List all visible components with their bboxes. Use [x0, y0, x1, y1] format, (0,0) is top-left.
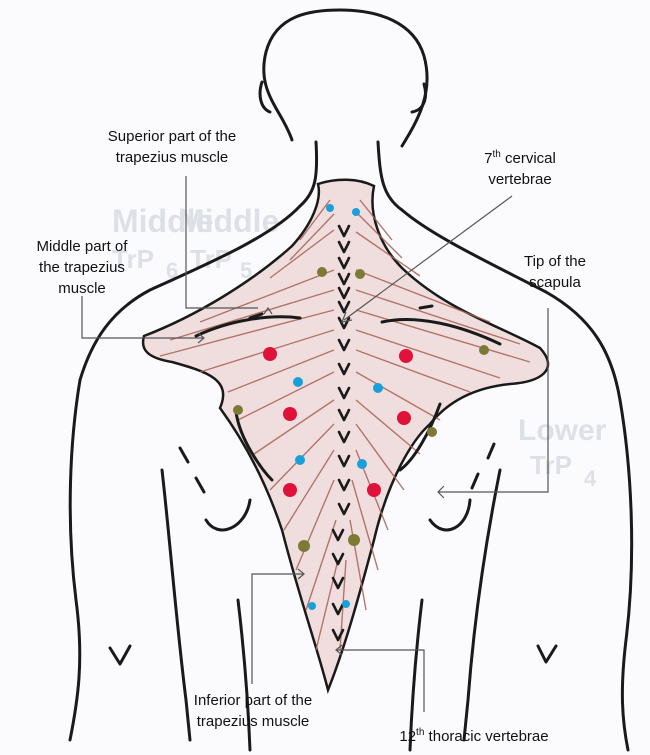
label-middle-line1: Middle part of	[18, 236, 146, 257]
right-dash-marks	[472, 444, 494, 488]
olive-trigger-point	[317, 267, 327, 277]
red-trigger-point	[283, 407, 297, 421]
blue-trigger-point	[293, 377, 303, 387]
left-dash-marks	[180, 448, 204, 492]
label-middle-line3: muscle	[18, 278, 146, 299]
label-middle-line2: the trapezius	[18, 257, 146, 278]
red-trigger-point	[283, 483, 297, 497]
label-tip-line1: Tip of the	[490, 251, 620, 272]
right-arm-outer	[620, 400, 632, 750]
label-c7-suffix: th	[492, 149, 500, 160]
leader-inferior	[252, 574, 304, 684]
olive-trigger-point	[298, 540, 310, 552]
olive-trigger-point	[479, 345, 489, 355]
label-tip-line2: scapula	[490, 272, 620, 293]
ghost-tp-lower: TrP	[530, 450, 572, 480]
red-trigger-point	[399, 349, 413, 363]
olive-trigger-point	[233, 405, 243, 415]
olive-trigger-point	[427, 427, 437, 437]
left-armpit	[206, 500, 250, 530]
red-trigger-point	[367, 483, 381, 497]
label-c7-line2: vertebrae	[460, 169, 580, 190]
label-inferior-trapezius: Inferior part of the trapezius muscle	[170, 690, 336, 732]
blue-trigger-point	[326, 204, 334, 212]
blue-trigger-point	[342, 600, 350, 608]
label-superior-line2: trapezius muscle	[74, 147, 270, 168]
ear-outline	[260, 82, 425, 112]
blue-trigger-point	[352, 208, 360, 216]
label-middle-trapezius: Middle part of the trapezius muscle	[18, 236, 146, 299]
ghost-lower: Lower	[518, 414, 607, 447]
label-inferior-line1: Inferior part of the	[170, 690, 336, 711]
blue-trigger-point	[357, 459, 367, 469]
blue-trigger-point	[308, 602, 316, 610]
blue-trigger-point	[295, 455, 305, 465]
red-trigger-point	[397, 411, 411, 425]
label-t12-number: 12	[399, 728, 416, 745]
left-arm-outer	[70, 380, 80, 740]
leader-t12	[336, 650, 424, 712]
label-tip-of-scapula: Tip of the scapula	[490, 251, 620, 293]
label-7th-cervical-vertebrae: 7th cervical vertebrae	[460, 144, 580, 190]
label-t12-text: thoracic vertebrae	[424, 728, 548, 745]
right-armpit	[430, 500, 470, 530]
label-superior-trapezius: Superior part of the trapezius muscle	[74, 126, 270, 168]
label-c7-line1: 7th cervical	[460, 144, 580, 169]
right-elbow-mark	[538, 646, 556, 662]
label-12th-thoracic-vertebrae: 12th thoracic vertebrae	[364, 722, 584, 747]
red-trigger-point	[263, 347, 277, 361]
left-elbow-mark	[110, 646, 130, 664]
olive-trigger-point	[355, 269, 365, 279]
label-superior-line1: Superior part of the	[74, 126, 270, 147]
ghost-num-lower: 4	[584, 466, 597, 491]
olive-trigger-point	[348, 534, 360, 546]
blue-trigger-point	[373, 383, 383, 393]
label-c7-text: cervical	[501, 150, 556, 167]
head-outline	[264, 10, 427, 146]
label-inferior-line2: trapezius muscle	[170, 711, 336, 732]
